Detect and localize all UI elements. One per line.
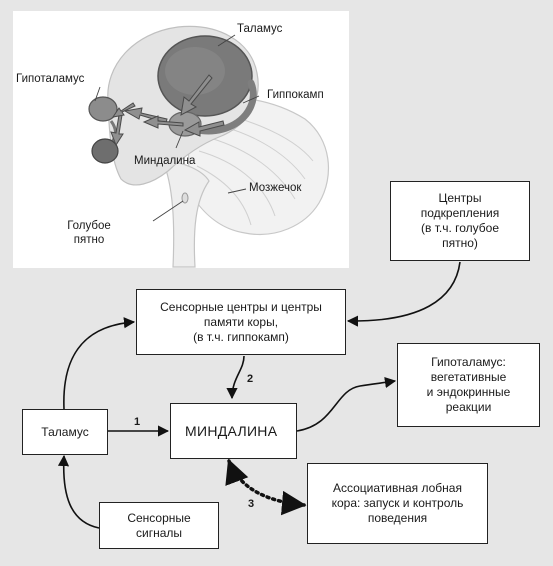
arrow-signals-to-thalamus [57, 454, 100, 529]
box-amygdala: МИНДАЛИНА [170, 403, 297, 459]
arrow-amygdala-to-hypothalamus [296, 376, 397, 432]
box-reinforcement-centers: Центры подкрепления (в т.ч. голубое пятн… [390, 181, 530, 261]
label-locus-line2: пятно [73, 234, 105, 246]
brain-drawing [88, 25, 330, 268]
brain-illustration: Таламус Гипоталамус Гиппокамп Миндалина … [13, 11, 349, 268]
pituitary-shape [91, 138, 119, 164]
leader-lines [94, 34, 260, 222]
box-hypothalamus-output: Гипоталамус: вегетативные и эндокринные … [397, 343, 540, 427]
label-cerebellum: Мозжечок [249, 182, 302, 194]
label-amygdala: Миндалина [134, 155, 196, 167]
step-number-2: 2 [247, 373, 254, 385]
locus-coeruleus-shape [181, 192, 189, 204]
label-thalamus: Таламус [237, 23, 283, 35]
arrow-thalamus-to-cortex [63, 317, 136, 410]
label-hippocampus: Гиппокамп [267, 89, 324, 101]
arrow-reinforcement-to-cortex [346, 261, 461, 327]
box-frontal-cortex: Ассоциативная лобная кора: запуск и конт… [307, 463, 488, 544]
box-sensory-cortex: Сенсорные центры и центры памяти коры, (… [136, 289, 346, 355]
box-thalamus: Таламус [22, 409, 108, 455]
box-sensory-signals: Сенсорные сигналы [99, 502, 219, 549]
label-locus-coeruleus: Голубое пятно [66, 219, 112, 247]
arrow-cortex-to-amygdala [226, 355, 245, 400]
brainstem-shape [162, 160, 210, 268]
arrow-amygdala-frontal-dotted [225, 458, 307, 516]
label-hypothalamus: Гипоталамус [16, 73, 85, 85]
step-number-1: 1 [134, 416, 141, 428]
step-number-3: 3 [248, 498, 255, 510]
label-locus-line1: Голубое [67, 220, 111, 232]
brain-arrows [110, 74, 225, 147]
hypothalamus-shape [88, 96, 118, 122]
